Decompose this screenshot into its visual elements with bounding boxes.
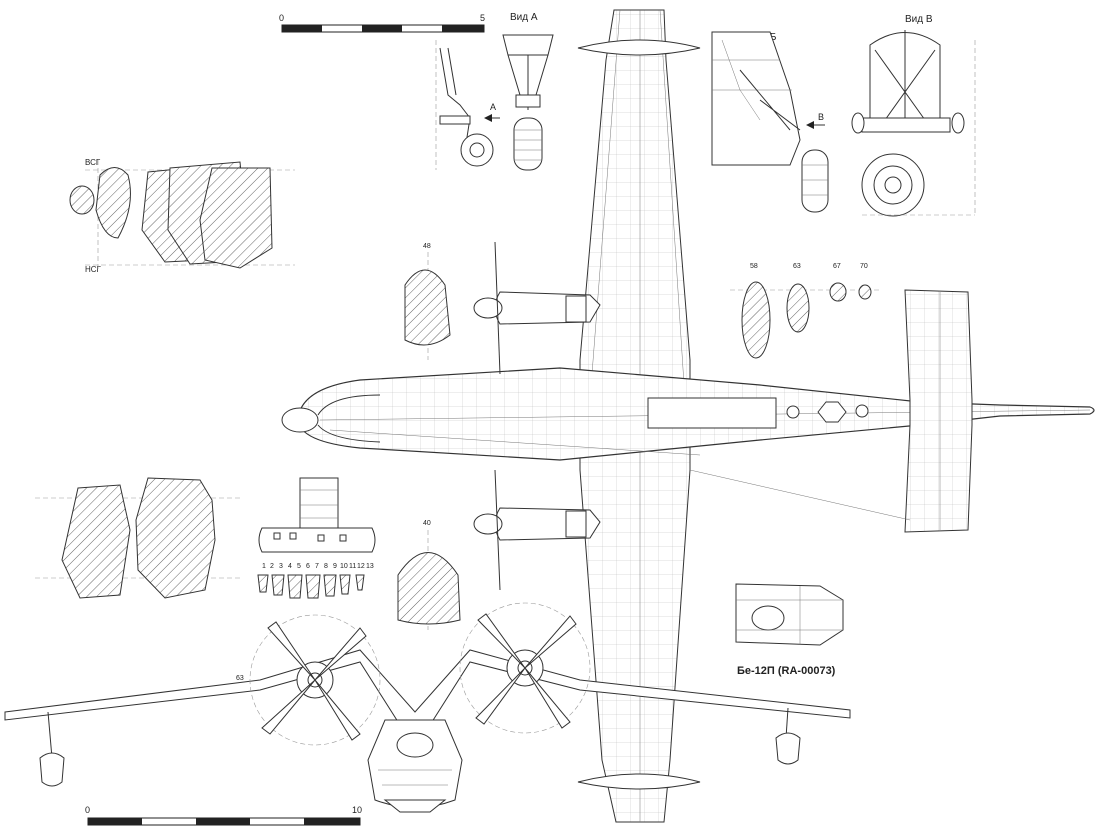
fin-section-58: 58: [750, 263, 758, 270]
float-section-label: 11: [349, 563, 356, 570]
float-section-label: 12: [357, 563, 365, 570]
float-section-label: 13: [366, 563, 374, 570]
scale-bar-bottom: 0 10: [85, 805, 362, 826]
station-48-label: 48: [423, 243, 431, 250]
engine-nacelle-lower: [473, 469, 601, 591]
view-a-arrow-label: А: [490, 102, 496, 112]
bow-underside-detail: [735, 583, 844, 646]
float-section-label: 10: [340, 563, 348, 570]
hull-upper-waterline-label: ВСГ: [85, 158, 101, 167]
view-a-title: Вид А: [510, 12, 538, 23]
hull-cross-sections-upper: ВСГ НСГ: [69, 158, 295, 274]
nose-gear-front-view: Вид А: [502, 12, 554, 171]
hull-lower-waterline-label: НСГ: [85, 265, 102, 274]
aircraft-caption: Бе-12П (RA-00073): [737, 665, 836, 677]
float-section-label: 1: [262, 563, 266, 570]
float-section-label: 4: [288, 563, 292, 570]
engine-nacelle-upper: [473, 241, 601, 375]
main-gear-front-view: Вид В: [851, 14, 976, 217]
aircraft-front-view: [4, 602, 851, 813]
nose-gear-side-view: А: [435, 40, 500, 170]
station-sections: 48 40 63: [236, 243, 461, 682]
scale-top-end: 5: [480, 13, 485, 23]
section-bb-arrow-label: В: [818, 112, 824, 122]
float-section-label: 5: [297, 563, 301, 570]
scale-bottom-start: 0: [85, 805, 90, 815]
fin-section-63: 63: [793, 263, 801, 270]
aircraft-top-view: [281, 9, 1095, 823]
scale-bar-top: 0 5: [279, 13, 485, 33]
float-section-label: 9: [333, 563, 337, 570]
float-detail: 1 2 3 4 5 6 7 8 9 10 11 12 13: [257, 477, 376, 599]
station-40-label: 40: [423, 520, 431, 527]
propeller-left: [261, 621, 367, 741]
fin-section-67: 67: [833, 263, 841, 270]
float-section-labels: 1 2 3 4 5 6 7 8 9 10 11 12 13: [262, 563, 374, 570]
main-gear-section-bb: Б-Б В: [711, 31, 829, 213]
hull-cross-sections-lower: [35, 477, 240, 599]
fin-section-70: 70: [860, 263, 868, 270]
float-section-label: 6: [306, 563, 310, 570]
view-v-title: Вид В: [905, 14, 933, 25]
tailplane: [904, 289, 973, 533]
float-section-label: 3: [279, 563, 283, 570]
fin-sections: 58 63 67 70: [730, 263, 880, 359]
station-63-label: 63: [236, 675, 244, 682]
float-section-label: 7: [315, 563, 319, 570]
scale-top-start: 0: [279, 13, 284, 23]
propeller-right: [475, 613, 577, 729]
float-section-label: 2: [270, 563, 274, 570]
float-section-label: 8: [324, 563, 328, 570]
scale-bottom-end: 10: [352, 805, 362, 815]
